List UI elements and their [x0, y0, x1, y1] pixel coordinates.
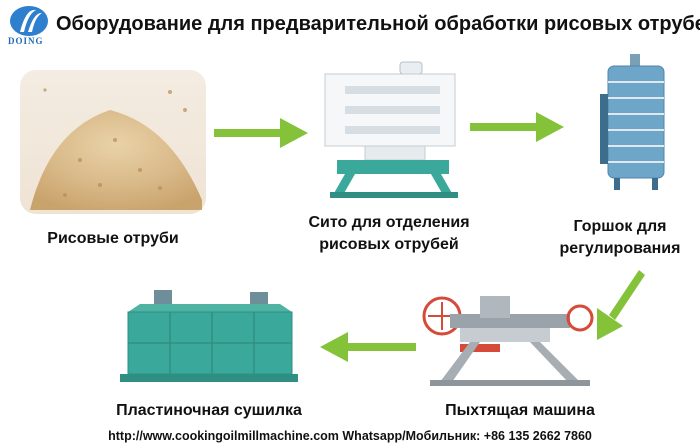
step-label-sieve-line2: рисовых отрубей: [319, 236, 459, 253]
contact-footer: http://www.cookingoilmillmachine.com Wha…: [108, 429, 592, 443]
step-label-dryer: Пластиночная сушилка: [116, 402, 302, 419]
step-label-sieve-line1: Сито для отделения: [308, 214, 470, 231]
arrow-right-1: [214, 118, 308, 148]
step-label-puffing: Пыхтящая машина: [445, 402, 595, 419]
logo-text: DOING: [8, 36, 44, 46]
step-label-sieve: Сито для отделения рисовых отрубей: [276, 212, 502, 256]
step-label-rice-bran: Рисовые отруби: [47, 230, 179, 247]
puffing-machine-image: [422, 296, 594, 386]
conditioning-pot-image: [600, 54, 665, 190]
sieve-machine-image: [324, 61, 458, 198]
step-label-pot: Горшок для регулирования: [540, 216, 700, 260]
company-logo: [10, 6, 48, 36]
arrow-down-left: [597, 270, 645, 340]
rice-bran-image: [20, 70, 206, 214]
arrow-left: [320, 332, 416, 362]
page-title: Оборудование для предварительной обработ…: [56, 13, 700, 35]
step-label-pot-line2: регулирования: [559, 240, 681, 257]
plate-dryer-image: [120, 290, 298, 382]
arrow-right-2: [470, 112, 564, 142]
step-label-pot-line1: Горшок для: [573, 218, 667, 235]
